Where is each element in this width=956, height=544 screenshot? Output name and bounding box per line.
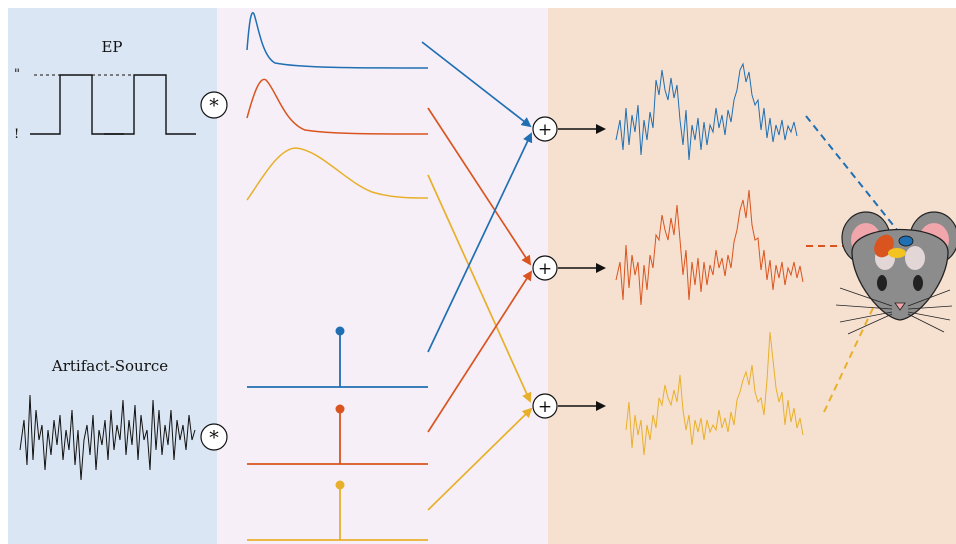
sum-node-yellow: +: [532, 393, 558, 419]
mouse-head-icon: [835, 211, 956, 335]
arrow-blue-impulse: [427, 132, 533, 353]
kernel-yellow: [246, 147, 429, 201]
impulse-blue: [247, 326, 428, 388]
ep-title: EP: [101, 38, 122, 56]
convolve-icon: *: [200, 91, 228, 119]
kernel-blue: [246, 12, 429, 69]
sum-node-blue: +: [532, 116, 558, 142]
output-signal-blue: [615, 62, 798, 161]
convolve-icon: *: [200, 423, 228, 451]
convolve-symbol-top: *: [209, 95, 219, 117]
ep-square-wave: [30, 74, 196, 135]
ep-low-label: !: [14, 127, 19, 142]
kernel-orange: [246, 78, 429, 135]
arrow-orange-kernel: [427, 107, 532, 266]
dashed-link-blue: [805, 115, 906, 241]
impulse-yellow: [247, 480, 428, 541]
arrow-yellow-kernel: [427, 174, 532, 403]
sum-symbol-yellow: +: [538, 397, 552, 417]
sum-symbol-orange: +: [538, 259, 552, 279]
panel-left: [8, 8, 217, 544]
output-signal-yellow: [625, 331, 804, 456]
ep-high-label: ": [14, 67, 20, 82]
artifact-title: Artifact-Source: [51, 357, 168, 375]
artifact-noise-signal: [19, 394, 196, 481]
arrow-yellow-impulse: [427, 407, 533, 511]
output-signal-orange: [615, 189, 804, 306]
arrow-orange-impulse: [427, 270, 533, 433]
sum-symbol-blue: +: [538, 120, 552, 140]
arrow-blue-kernel: [421, 41, 532, 128]
convolve-symbol-bottom: *: [209, 427, 219, 449]
sum-node-orange: +: [532, 255, 558, 281]
impulse-orange: [247, 404, 428, 465]
